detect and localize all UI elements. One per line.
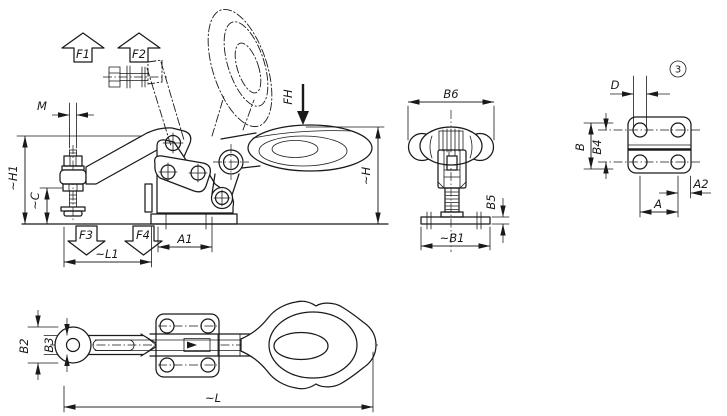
side-dimensions: ~H1 ~C M ~L1 A1 — [6, 99, 384, 267]
front-dimensions: B6 B5 ~B1 — [408, 87, 509, 250]
spindle-lower-nut — [63, 184, 83, 191]
front-base — [421, 217, 490, 224]
plate-dimensions: D B B4 A2 A — [573, 76, 711, 217]
force-arrow-f2: F2 — [118, 33, 160, 62]
dim-label-fh: FH — [281, 89, 295, 105]
dim-label-d: D — [611, 78, 620, 92]
dim-label-l: ~L — [205, 391, 221, 405]
arm-end-boss — [55, 327, 91, 363]
dim-label-f2: F2 — [132, 47, 146, 61]
dim-label-a2: A2 — [692, 177, 708, 191]
dim-label-f4: F4 — [136, 228, 150, 242]
rivet-holes — [159, 133, 249, 206]
dim-label-b2: B2 — [17, 338, 31, 353]
dim-label-a1: A1 — [176, 232, 192, 246]
force-arrow-fh: FH — [281, 84, 309, 125]
dim-label-h1: ~H1 — [6, 165, 20, 191]
base-plate-view: 3 D B B4 — [573, 61, 711, 217]
top-dimensions: B2 B3 ~L — [17, 310, 373, 412]
plate-body — [598, 117, 700, 173]
dim-label-b1: ~B1 — [440, 231, 465, 245]
open-position-phantom — [103, 2, 285, 146]
arm-eye-open — [148, 60, 162, 84]
top-handle-knob — [241, 301, 376, 389]
side-view: F1 F2 F3 F4 FH ~H1 ~C — [6, 2, 388, 267]
item-balloon: 3 — [670, 61, 686, 77]
dim-label-a: A — [653, 197, 662, 211]
spindle-foot-pad — [64, 211, 82, 216]
force-arrow-f1: F1 — [62, 33, 104, 62]
spindle-open — [103, 66, 167, 88]
top-view: B2 B3 ~L — [17, 301, 378, 412]
front-body — [409, 127, 494, 229]
handle-grip — [248, 125, 372, 171]
item-number: 3 — [675, 65, 681, 76]
front-view: B6 B5 ~B1 — [408, 87, 509, 252]
clamp-mechanism — [86, 125, 372, 213]
dim-label-f1: F1 — [76, 47, 90, 61]
dim-label-m: M — [37, 99, 47, 113]
link-pointer — [187, 341, 197, 349]
dim-label-b6: B6 — [443, 87, 458, 101]
dim-label-c: ~C — [28, 192, 42, 210]
dim-label-b4: B4 — [590, 139, 604, 154]
dim-label-f3: F3 — [79, 228, 93, 242]
dim-label-l1: ~L1 — [95, 247, 118, 261]
top-linkage — [95, 334, 260, 356]
dim-label-b3: B3 — [42, 337, 56, 352]
force-arrow-f3: F3 — [68, 226, 105, 255]
handle-grip-open — [195, 2, 284, 135]
force-arrow-f4: F4 — [125, 226, 162, 255]
dim-label-b: B — [573, 143, 587, 151]
link-sleeve — [184, 339, 210, 352]
arm-eye — [60, 170, 86, 184]
clamping-spindle — [60, 145, 86, 221]
arm-end-hole — [67, 339, 80, 352]
dim-label-h: ~H — [359, 167, 373, 186]
dim-label-b5: B5 — [484, 194, 498, 209]
